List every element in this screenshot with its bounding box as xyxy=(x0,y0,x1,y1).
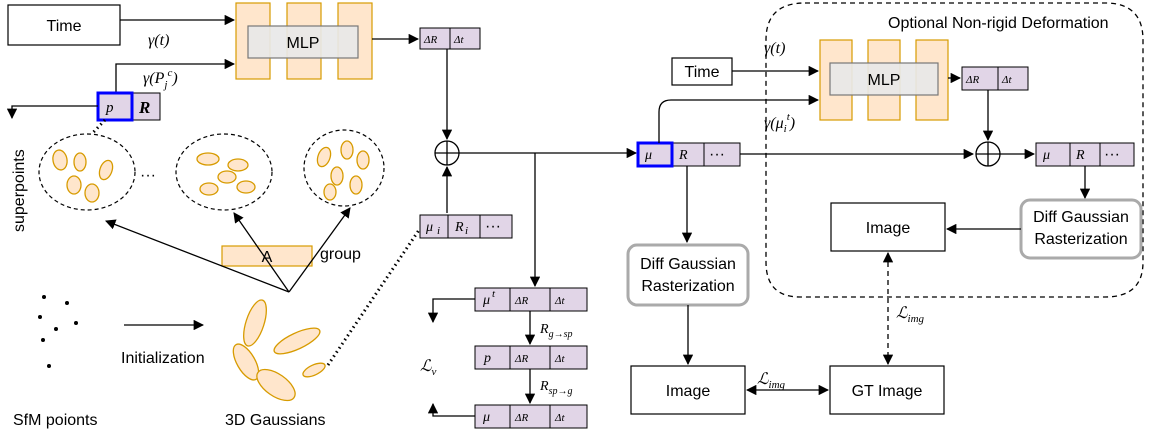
svg-text:μ: μ xyxy=(425,220,433,235)
group-a-label: A xyxy=(262,249,273,266)
deformed-gaussian-cell: μ R ··· xyxy=(636,141,741,168)
superpoints-label: superpoints xyxy=(11,149,28,232)
svg-text:ΔR: ΔR xyxy=(514,353,528,365)
svg-text:μ: μ xyxy=(644,148,652,163)
stack-row-2: p ΔR Δt xyxy=(474,345,588,370)
diff-raster-1-line1: Diff Gaussian xyxy=(640,256,736,273)
loss-img-label-bottom: ℒimg xyxy=(757,371,786,391)
mlp-label-left: MLP xyxy=(287,35,320,52)
svg-text:Δt: Δt xyxy=(453,34,464,46)
svg-text:R: R xyxy=(138,98,150,117)
superpoint-cell: p R xyxy=(96,91,161,122)
r-g-sp-label: Rg→sp xyxy=(539,322,572,340)
arrow-pc-to-mlp xyxy=(115,58,236,93)
group-a-block xyxy=(221,245,313,267)
time-label-left: Time xyxy=(47,18,82,35)
cluster-3 xyxy=(303,129,385,207)
svg-text:···: ··· xyxy=(485,218,501,235)
gt-image-block xyxy=(829,365,945,415)
loss-v-label: ℒv xyxy=(420,358,437,378)
svg-text:ΔR: ΔR xyxy=(514,412,528,424)
image-label-bottom: Image xyxy=(666,383,711,400)
svg-text:μ: μ xyxy=(482,293,490,308)
arrow-group-to-cluster-3 xyxy=(288,207,351,293)
svg-text:i: i xyxy=(437,225,440,237)
group-label: group xyxy=(320,246,361,263)
arrow-to-superpoints xyxy=(6,105,98,120)
gaussians-3d xyxy=(232,299,326,402)
cluster-1 xyxy=(38,133,136,211)
gamma-t-label: γ(t) xyxy=(148,32,169,49)
svg-text:Δt: Δt xyxy=(554,412,565,424)
svg-text:R: R xyxy=(1075,148,1085,163)
svg-text:Δt: Δt xyxy=(554,353,565,365)
diff-raster-1-line2: Rasterization xyxy=(641,278,734,295)
diff-raster-2-line2: Rasterization xyxy=(1034,231,1127,248)
svg-text:t: t xyxy=(492,288,496,300)
mlp-label-right: MLP xyxy=(868,72,901,89)
stack-row-1: μ t ΔR Δt xyxy=(474,287,588,312)
svg-text:μ: μ xyxy=(482,410,490,425)
svg-text:i: i xyxy=(465,225,468,237)
final-gaussian-cell: μ R ··· xyxy=(1035,142,1135,167)
image-label-right: Image xyxy=(866,220,911,237)
cluster-ellipsis: ··· xyxy=(140,167,156,184)
loss-img-label-right: ℒimg xyxy=(896,305,925,325)
stack-row-3: μ ΔR Δt xyxy=(474,404,588,429)
r-sp-g-label: Rsp→g xyxy=(539,379,572,397)
svg-text:ΔR: ΔR xyxy=(423,34,437,46)
gamma-mu-label: γ(μit) xyxy=(764,111,795,135)
svg-text:R: R xyxy=(678,148,688,163)
dotted-link-gaussian xyxy=(326,229,421,366)
arrow-stack-to-loss-v xyxy=(427,298,475,324)
cluster-2 xyxy=(175,133,273,211)
optional-region-title: Optional Non-rigid Deformation xyxy=(888,15,1109,32)
diff-raster-2-line1: Diff Gaussian xyxy=(1033,209,1129,226)
arrow-group-to-cluster-2 xyxy=(233,212,290,293)
svg-text:p: p xyxy=(483,351,491,366)
svg-text:Δt: Δt xyxy=(1001,74,1012,86)
sfm-points-label: SfM poionts xyxy=(13,412,97,429)
arrow-stack3-to-loss-v xyxy=(427,402,475,417)
gamma-t-label-right: γ(t) xyxy=(764,40,785,57)
svg-text:ΔR: ΔR xyxy=(965,74,979,86)
time-block-left xyxy=(7,4,121,46)
arrow-group-to-cluster-1 xyxy=(105,219,290,293)
mlp-block-right: MLP xyxy=(819,39,949,121)
image-block-bottom xyxy=(630,365,746,415)
svg-text:···: ··· xyxy=(1104,146,1120,163)
gamma-pc-label: γ(Pjc) xyxy=(143,67,178,91)
svg-text:R: R xyxy=(454,220,464,235)
diff-raster-block-1 xyxy=(626,243,750,307)
add-node-right xyxy=(975,141,1001,167)
svg-text:Δt: Δt xyxy=(554,295,565,307)
svg-text:p: p xyxy=(105,100,114,116)
time-label-right: Time xyxy=(685,64,720,81)
svg-text:ΔR: ΔR xyxy=(514,295,528,307)
delta-output-right: ΔR Δt xyxy=(961,66,1029,91)
mlp-block-left: MLP xyxy=(235,2,373,80)
image-block-right xyxy=(830,202,946,252)
initialization-label: Initialization xyxy=(121,350,205,367)
optional-region-border xyxy=(765,2,1144,298)
delta-output-left: ΔR Δt xyxy=(419,27,481,50)
gt-image-label: GT Image xyxy=(852,383,923,400)
svg-text:μ: μ xyxy=(1042,148,1050,163)
gaussian-param-cell: μ i R i ··· xyxy=(419,214,513,239)
mu-highlight xyxy=(636,141,674,168)
svg-text:···: ··· xyxy=(709,146,725,163)
gaussians-3d-label: 3D Gaussians xyxy=(225,412,326,429)
add-node-left xyxy=(434,140,460,166)
sfm-points xyxy=(38,295,78,368)
arrow-mu-to-mlp-right xyxy=(658,94,820,143)
